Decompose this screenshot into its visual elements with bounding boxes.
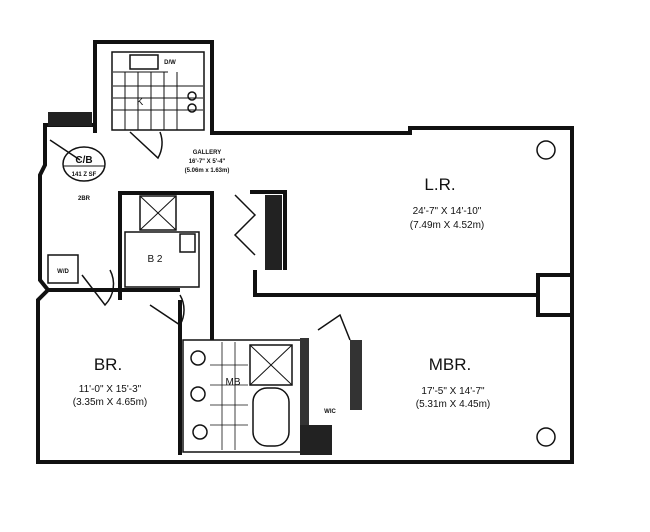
svg-text:141 Z SF: 141 Z SF [72,172,97,178]
sink-icon [190,386,206,402]
svg-text:(5.06m x 1.63m): (5.06m x 1.63m) [185,168,230,174]
svg-text:C/B: C/B [75,155,92,166]
svg-text:(3.35m X 4.65m): (3.35m X 4.65m) [73,397,147,408]
closet-shelf [48,112,92,126]
svg-text:BR.: BR. [94,355,122,374]
kitchen: D/W K [111,51,205,160]
sink-icon [179,233,196,253]
stove-burner-icon [187,103,197,113]
svg-text:(7.49m X 4.52m): (7.49m X 4.52m) [410,220,484,231]
interior-walls [47,190,362,455]
room-master-bedroom: MBR. 17'-5" X 14'-7" (5.31m X 4.45m) [416,355,490,410]
sink-icon [129,54,159,70]
svg-text:2BR: 2BR [78,196,91,202]
bath-2: B 2 [124,195,200,288]
master-bath: MB [190,342,293,450]
toilet-icon [192,424,208,440]
svg-text:B 2: B 2 [147,254,162,265]
bathtub-icon [252,387,290,447]
door-swing [129,131,163,160]
outer-walls [36,40,574,464]
room-bedroom: BR. 11'-0" X 15'-3" (3.35m X 4.65m) [73,355,147,408]
dishwasher-label: D/W [164,60,176,66]
svg-text:(5.31m X 4.45m): (5.31m X 4.45m) [416,399,490,410]
svg-text:MBR.: MBR. [429,355,472,374]
svg-text:MB: MB [226,377,241,388]
stove-burner-icon [187,91,197,101]
column-icon [536,427,556,447]
door-swings [49,139,351,341]
column-icon [536,140,556,160]
svg-text:17'-5" X 14'-7": 17'-5" X 14'-7" [421,386,485,397]
svg-text:24'-7" X 14'-10": 24'-7" X 14'-10" [413,206,482,217]
closet-badge: C/B 141 Z SF 2BR [62,146,106,202]
gallery-label: GALLERY [193,150,221,156]
svg-text:16'-7" X 5'-4": 16'-7" X 5'-4" [189,159,226,165]
wic-label: WIC [324,409,336,415]
svg-text:L.R.: L.R. [424,175,455,194]
sink-icon [190,350,206,366]
svg-text:11'-0" X 15'-3": 11'-0" X 15'-3" [79,384,142,395]
washer-dryer-label: W/D [57,269,69,275]
room-living: L.R. 24'-7" X 14'-10" (7.49m X 4.52m) [410,175,484,231]
kitchen-label: K [137,97,144,108]
